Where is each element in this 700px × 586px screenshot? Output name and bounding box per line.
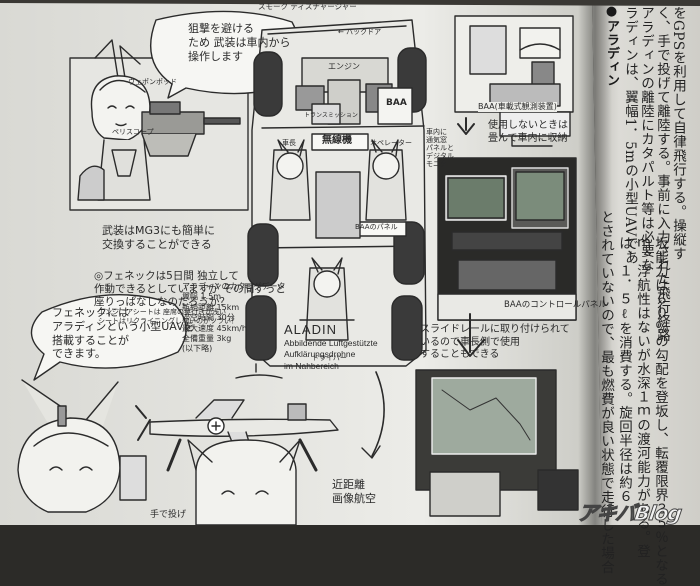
text-column: をGPSを利用して自律飛行する。操縦す (670, 6, 686, 261)
baa-stowed-caption: 使用しないときは 畳んで車内に収納 (488, 120, 568, 144)
book-spread-photo (0, 0, 700, 525)
vehicle-cross-section (245, 19, 427, 367)
weapon-pod-label: ウェポンポッド (128, 78, 177, 86)
radio-label: 無線機 (322, 135, 352, 146)
text-column: アラディンの離陸にカタパルト等は必要な (638, 6, 654, 272)
uav-speech-bubble (30, 293, 187, 381)
baa-sensor-illustration (454, 15, 574, 147)
operator-label: オペレーター (370, 139, 412, 147)
baa-label: BAA (386, 98, 407, 108)
commander-label: 車長 (282, 139, 296, 147)
gutter-shadow (578, 0, 612, 525)
watermark: アキバBlog (576, 501, 684, 526)
smoke-discharger-label: スモーク ディスチャージャー (258, 2, 357, 11)
seating-subnote: エンジニアシートは 座席の奥行きが浅い シートはリクライニングしないのがツラい？ (98, 308, 238, 325)
short-range-label: 近距離 画像航空 (332, 478, 376, 505)
aladin-title: ALADIN (284, 322, 337, 337)
rail-caption: スライドレールに取り付けられて いるので車長側で使用 することもできる (420, 324, 570, 360)
text-column: とされていないので、最も燃費が良い状態で走行した場合 (598, 210, 614, 574)
aladin-description: Abbildende Luftgestützte Aufklärungsdroh… (284, 338, 378, 371)
seating-note: ◎フェネックは5日間 独立して 作動できるとしていますが その間ずっと 座りっぱ… (94, 270, 286, 309)
rail-terminal-illustration (415, 313, 579, 517)
text-column: は、１．５ℓを消費する。旋回半径は約６ (616, 236, 632, 504)
transmission-label: トランスミッション (304, 112, 358, 119)
uav-spec-list: アラディンのカタログデータ 翼幅 1.5m 航続距離 15km 滞空時間 30分… (182, 282, 286, 354)
back-door-label: ← バックドア (338, 28, 382, 36)
arrow-icon (457, 117, 475, 135)
baa-box-caption: BAA(車載式観測装置) (478, 102, 557, 112)
uav-character-illustration (17, 379, 147, 513)
uav-speech-text: フェネックには アラディンという小型UAVを 搭載することが できます。 (52, 306, 195, 361)
control-panel-illustration (437, 157, 577, 321)
periscope-label: ペリスコープ (112, 128, 154, 136)
text-column: ｍ、浮航性はないが水深１ｍの渡河能力がある。登 (634, 236, 650, 558)
section-heading: ●アラディン (604, 4, 619, 87)
right-page (592, 0, 700, 525)
text-column: ラディンは、翼幅1．5mの小型UAVであ (622, 6, 638, 265)
baa-panel-label: BAAのパネル (355, 223, 398, 231)
driver-label: ドライバー (312, 354, 347, 362)
aladin-drone-illustration (135, 363, 385, 525)
text-column: 坂能力は６０％の勾配を登坂し、転覆限界３５％となる (652, 236, 668, 586)
window-note: 車内に 通気窓 パネルと デジタル モニター (426, 128, 454, 169)
gunner-caption: 武装はMG3にも簡単に 交換することができる (102, 224, 216, 251)
gunner-speech-text: 狙撃を避ける ため 武装は車内から 操作します (188, 22, 291, 63)
control-panel-caption: BAAのコントロールパネル (504, 300, 607, 310)
hand-launch-label: 手で投げ (150, 510, 187, 520)
text-column: く、手で投げて離陸する。事前に入力された飛行経路 (654, 6, 670, 342)
engine-label: エンジン (328, 62, 360, 71)
